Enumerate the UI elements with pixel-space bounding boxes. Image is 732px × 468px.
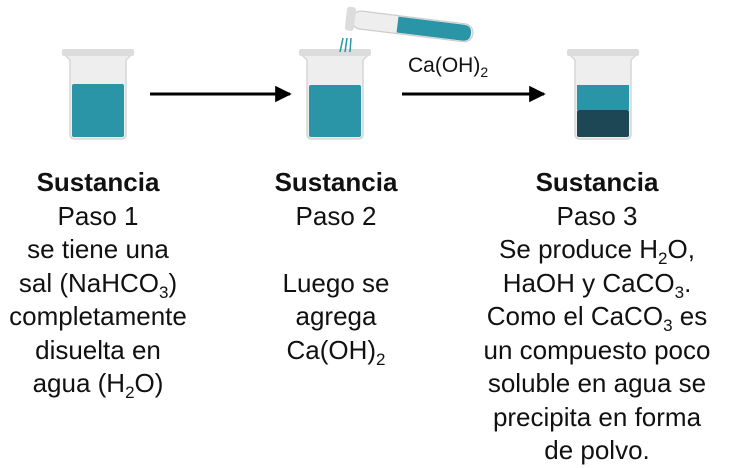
test-tube-lip [344, 6, 356, 31]
step-2-line: Luego se [282, 267, 390, 298]
diagram-graphics [61, 6, 640, 140]
step-2-line: agrega [295, 301, 377, 331]
beaker-3-rim [567, 49, 639, 56]
step-3-text: Sustancia Paso 3 Se produce H2O, HaOH y … [462, 166, 732, 468]
test-tube-icon [339, 6, 474, 53]
step-2-title: Sustancia [274, 167, 398, 197]
step-1-paso: Paso 1 [57, 200, 139, 231]
step-2-line: Ca(OH)2 [286, 334, 386, 369]
step-3-line: Se produce H2O, [499, 234, 695, 268]
step-1-line: sal (NaHCO3) [18, 267, 178, 302]
step-1-line: completamente [9, 301, 187, 331]
step-3-line: Como el CaCO3 es [486, 301, 708, 335]
step-2-text: Sustancia Paso 2 Luego se agrega Ca(OH)2 [236, 166, 436, 369]
step-3-line: soluble en agua se [487, 368, 707, 398]
step-2-paso: Paso 2 [295, 200, 377, 231]
step-1-line: se tiene una [27, 234, 169, 264]
arrow-label: Ca(OH)2 [408, 54, 489, 80]
beaker-1-rim [62, 49, 134, 56]
pour-stream-icon [339, 37, 352, 53]
beaker-3-precipitate [577, 110, 629, 137]
beaker-3-liquid [577, 85, 629, 110]
step-2-spacer [236, 233, 436, 267]
beaker-2-icon [298, 49, 372, 140]
step-3-line: un compuesto poco [483, 334, 711, 365]
step-1-line: disuelta en [35, 334, 161, 365]
step-3-paso: Paso 3 [556, 200, 638, 231]
step-3-line: HaOH y CaCO3. [502, 267, 692, 302]
step-3-line: de polvo. [544, 435, 650, 465]
test-tube-liquid [396, 16, 472, 41]
beaker-2-liquid [309, 85, 361, 137]
beaker-2-rim [299, 49, 371, 56]
step-1-text: Sustancia Paso 1 se tiene una sal (NaHCO… [0, 166, 196, 401]
step-3-line: precipita en forma [492, 401, 702, 432]
beaker-3-icon [566, 49, 640, 140]
step-1-title: Sustancia [36, 167, 160, 197]
step-3-title: Sustancia [535, 167, 659, 197]
diagram: Ca(OH)2 Sustancia Paso 1 se tiene una sa… [0, 6, 710, 465]
beaker-1-icon [61, 49, 135, 140]
step-1-line: agua (H2O) [32, 368, 164, 402]
beaker-1-liquid [72, 84, 124, 137]
